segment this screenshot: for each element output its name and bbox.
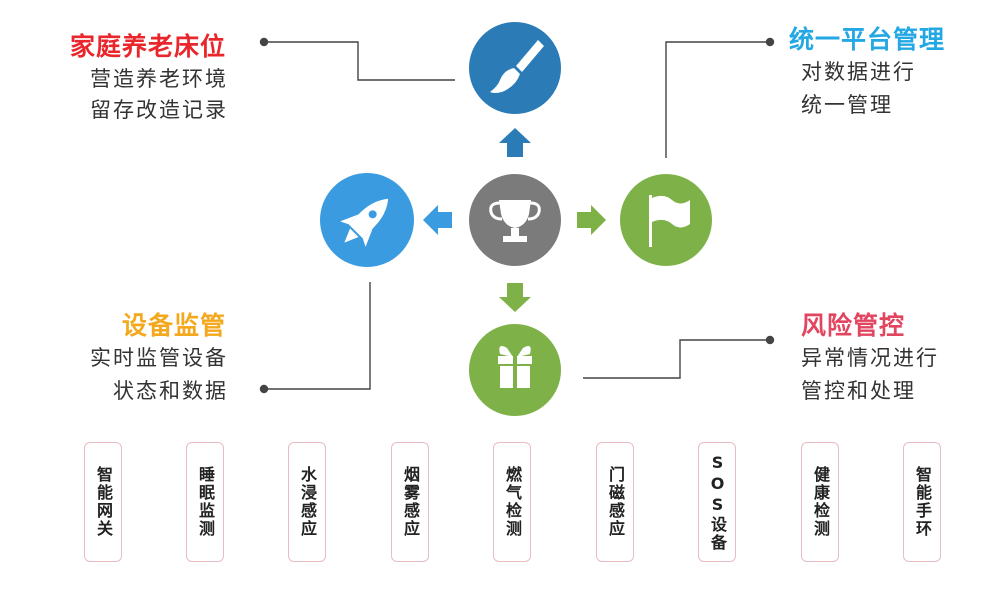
bottom-right-line2: 管控和处理 [801,379,916,403]
top-right-line1: 对数据进行 [801,60,916,84]
top-left-title: 家庭养老床位 [69,32,226,61]
device-label: 烟雾感应 [401,466,420,538]
paintbrush-circle [469,22,561,114]
device-card: 智能网关 [84,442,122,562]
device-label: SOS设备 [708,452,727,552]
device-label: 燃气检测 [503,466,522,538]
bottom-left-line2: 状态和数据 [113,379,228,403]
top-right-line2: 统一管理 [801,93,893,117]
arrow-down [499,283,531,312]
connector-bottom-right [583,335,775,379]
device-card: 燃气检测 [493,442,531,562]
device-label: 睡眠监测 [196,466,215,538]
device-card: 门磁感应 [596,442,634,562]
bottom-right-line1: 异常情况进行 [801,346,939,370]
top-left-line2: 留存改造记录 [90,98,228,122]
trophy-circle [469,174,561,266]
device-card: SOS设备 [698,442,736,562]
device-label: 智能网关 [94,466,113,538]
connector-top-left [259,37,455,81]
gift-icon [498,346,532,388]
trophy-icon [489,200,541,242]
device-label: 健康检测 [811,466,830,538]
device-label: 门磁感应 [606,466,625,538]
connector-bottom-left [259,282,371,394]
rocket-circle [320,173,414,267]
arrow-left [423,205,452,235]
bottom-right-title: 风险管控 [801,311,906,340]
bottom-left-line1: 实时监管设备 [90,346,228,370]
bottom-left-title: 设备监管 [121,311,226,340]
rocket-icon [340,198,389,247]
device-card: 烟雾感应 [391,442,429,562]
flag-circle [620,174,712,266]
device-card: 水浸感应 [288,442,326,562]
gift-circle [469,324,561,416]
device-card: 智能手环 [903,442,941,562]
top-right-title: 统一平台管理 [789,25,946,54]
device-label: 智能手环 [913,466,932,538]
connector-top-right [665,37,775,158]
top-left-line1: 营造养老环境 [90,67,228,91]
flag-icon [649,195,690,247]
arrow-right [577,205,606,235]
paintbrush-icon [490,40,544,93]
device-card: 睡眠监测 [186,442,224,562]
device-label: 水浸感应 [298,466,317,538]
arrow-up [499,128,531,157]
device-card: 健康检测 [801,442,839,562]
